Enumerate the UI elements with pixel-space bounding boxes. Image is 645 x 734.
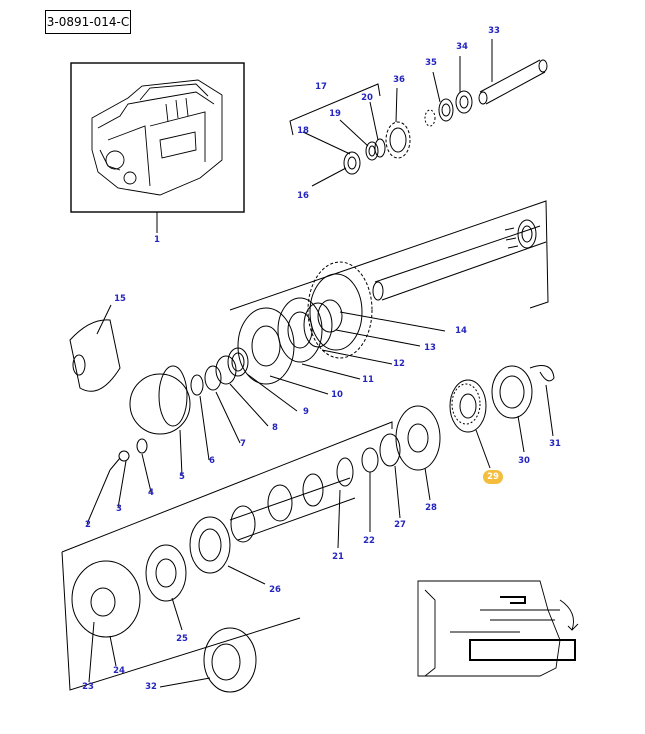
- callout-16[interactable]: 16: [297, 191, 309, 201]
- callout-7[interactable]: 7: [240, 439, 246, 449]
- callout-32[interactable]: 32: [145, 682, 157, 692]
- callout-20[interactable]: 20: [361, 93, 373, 103]
- callout-6[interactable]: 6: [209, 456, 215, 466]
- callout-26[interactable]: 26: [269, 585, 281, 595]
- callout-17[interactable]: 17: [315, 82, 327, 92]
- callout-18[interactable]: 18: [297, 126, 309, 136]
- callout-11[interactable]: 11: [362, 375, 374, 385]
- callout-5[interactable]: 5: [179, 472, 185, 482]
- lower-shaft-assembly: [61, 365, 555, 693]
- callout-9[interactable]: 9: [303, 407, 309, 417]
- top-shaft-group: [289, 39, 548, 187]
- callout-24[interactable]: 24: [113, 666, 125, 676]
- housing-inset-frame: [70, 62, 245, 213]
- callout-36[interactable]: 36: [393, 75, 405, 85]
- callout-27[interactable]: 27: [394, 520, 406, 530]
- callout-12[interactable]: 12: [393, 359, 405, 369]
- upper-shaft-assembly: [69, 200, 549, 525]
- callout-22[interactable]: 22: [363, 536, 375, 546]
- callout-29-highlighted[interactable]: 29: [483, 470, 503, 484]
- callout-23[interactable]: 23: [82, 682, 94, 692]
- callout-14[interactable]: 14: [455, 326, 467, 336]
- callout-19[interactable]: 19: [329, 109, 341, 119]
- callout-1[interactable]: 1: [154, 235, 160, 245]
- location-inset: [417, 580, 579, 677]
- callout-2[interactable]: 2: [85, 520, 91, 530]
- callout-8[interactable]: 8: [272, 423, 278, 433]
- callout-28[interactable]: 28: [425, 503, 437, 513]
- callout-4[interactable]: 4: [148, 488, 154, 498]
- highlighted-bearing-29: [451, 383, 481, 425]
- callout-3[interactable]: 3: [116, 504, 122, 514]
- callout-10[interactable]: 10: [331, 390, 343, 400]
- transmission-housing: [91, 79, 223, 196]
- callout-31[interactable]: 31: [549, 439, 561, 449]
- callout-25[interactable]: 25: [176, 634, 188, 644]
- callout-30[interactable]: 30: [518, 456, 530, 466]
- callout-34[interactable]: 34: [456, 42, 468, 52]
- callout-35[interactable]: 35: [425, 58, 437, 68]
- callout-21[interactable]: 21: [332, 552, 344, 562]
- diagram-reference-code: 3-0891-014-C: [45, 10, 131, 34]
- callout-33[interactable]: 33: [488, 26, 500, 36]
- callout-15[interactable]: 15: [114, 294, 126, 304]
- callout-13[interactable]: 13: [424, 343, 436, 353]
